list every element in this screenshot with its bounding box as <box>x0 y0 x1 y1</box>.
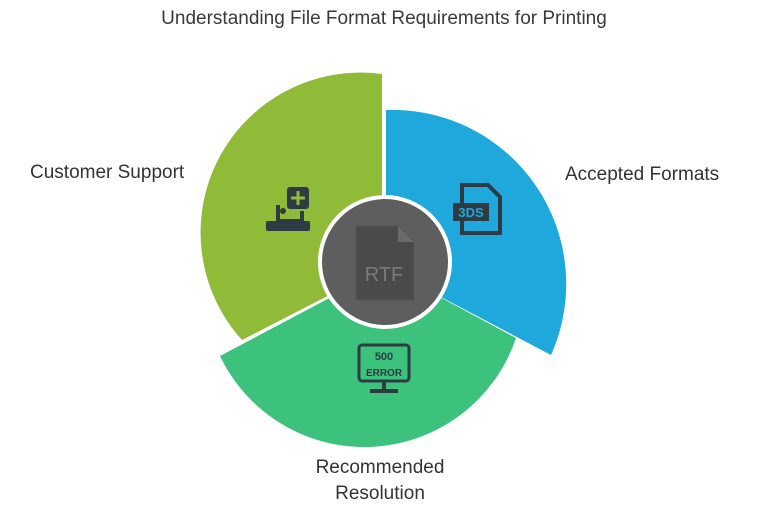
rtf-file-icon: RTF <box>355 225 415 301</box>
3ds-icon-text: 3DS <box>458 205 484 220</box>
label-accepted-formats: Accepted Formats <box>565 164 720 185</box>
3ds-file-icon: 3DS <box>453 183 502 235</box>
label-customer-support: Customer Support <box>30 162 185 183</box>
error-500-monitor-icon: 500 ERROR <box>357 343 411 393</box>
support-laptop-plus-icon <box>266 187 310 231</box>
diagram-title: Understanding File Format Requirements f… <box>161 8 607 29</box>
segment-recommended-resolution[interactable] <box>220 268 516 447</box>
rtf-icon-text: RTF <box>365 264 404 286</box>
error-icon-code: 500 <box>375 351 393 363</box>
error-icon-word: ERROR <box>366 368 403 379</box>
